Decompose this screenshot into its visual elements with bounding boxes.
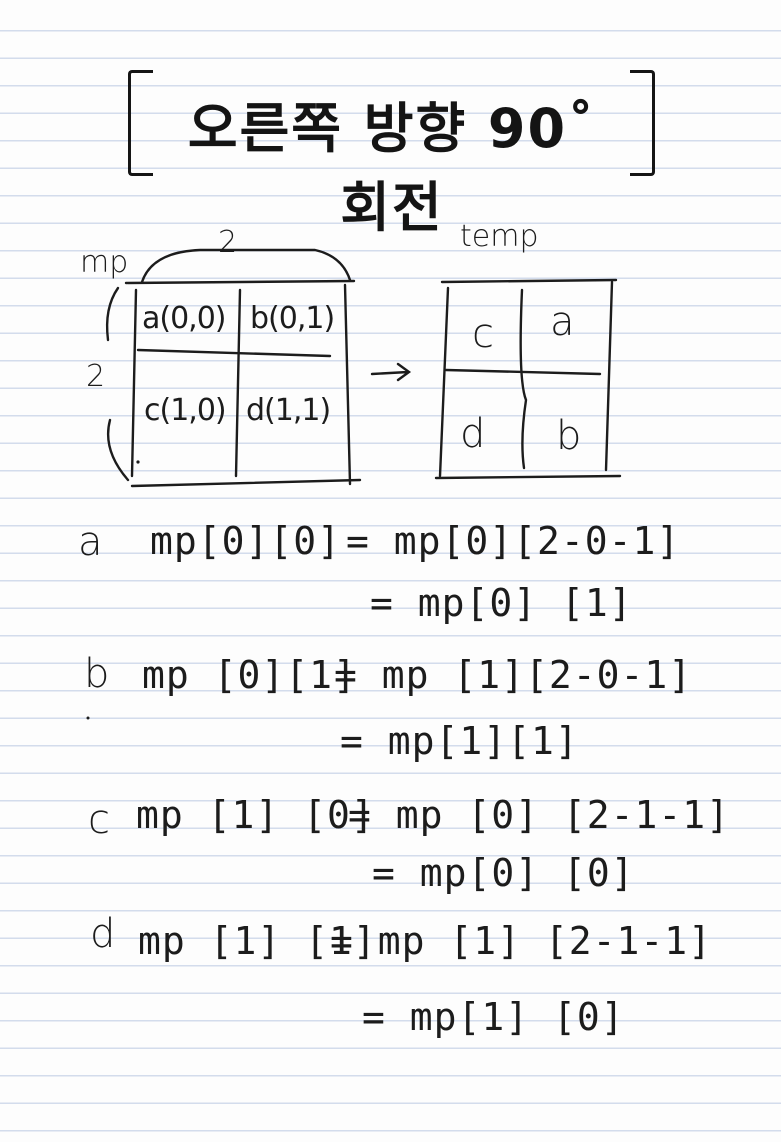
equation-var: c [88,797,110,843]
equation-rhs-simplified: = mp[1] [0] [362,995,625,1039]
mp-cell: b(0,1) [250,301,335,336]
temp-cell: a [550,299,575,345]
mp-grid-left [130,288,138,478]
arrow-icon [370,362,412,382]
temp-grid-right [604,280,614,472]
height-label: 2 [86,359,106,394]
mp-cell: d(1,1) [246,393,331,428]
title-block: 오른쪽 방향 90˚ 회전 [120,70,670,239]
page-title: 오른쪽 방향 90˚ 회전 [187,97,597,239]
mp-grid-vmid [234,288,242,478]
mp-cell: c(1,0) [144,393,227,428]
equation-rhs-simplified: = mp[0] [1] [370,581,633,625]
temp-grid-left [438,286,450,478]
mp-label: mp [80,245,129,280]
mp-grid-top [124,279,356,285]
equation-var: a [78,519,103,565]
right-bracket [630,70,655,176]
equation-lhs: mp [0][1] [142,653,357,697]
equation-rhs: = mp [1][2-0-1] [334,653,693,697]
width-label: 2 [218,225,238,260]
equation-var: b [84,651,110,697]
width-brace [140,248,352,284]
equation-rhs-simplified: = mp[1][1] [340,719,579,763]
height-brace-top [105,286,120,342]
mp-cell: a(0,0) [142,301,227,336]
temp-cell: c [472,311,494,357]
equation-lhs: mp [1] [1] [138,919,377,963]
temp-cell: b [556,413,582,459]
temp-grid-hmid [444,368,602,376]
mp-grid-right [343,283,352,486]
equation-rhs: = mp [1] [2-1-1] [330,919,713,963]
temp-cell: d [460,411,486,457]
height-brace-bottom [106,418,130,482]
equation-rhs: = mp[0][2-0-1] [346,519,681,563]
equation-rhs: = mp [0] [2-1-1] [348,793,731,837]
mp-grid-bottom [130,478,362,488]
equation-lhs: mp[0][0] [150,519,342,563]
temp-grid-vmid [519,288,528,470]
equation-lhs: mp [1] [0] [136,793,375,837]
temp-label: temp [460,219,539,254]
temp-grid-top [440,278,618,284]
mp-grid-hmid [136,348,332,358]
left-bracket [128,70,153,176]
equation-var: d [90,911,116,957]
equation-rhs-simplified: = mp[0] [0] [372,851,635,895]
temp-grid-bottom [434,474,622,480]
